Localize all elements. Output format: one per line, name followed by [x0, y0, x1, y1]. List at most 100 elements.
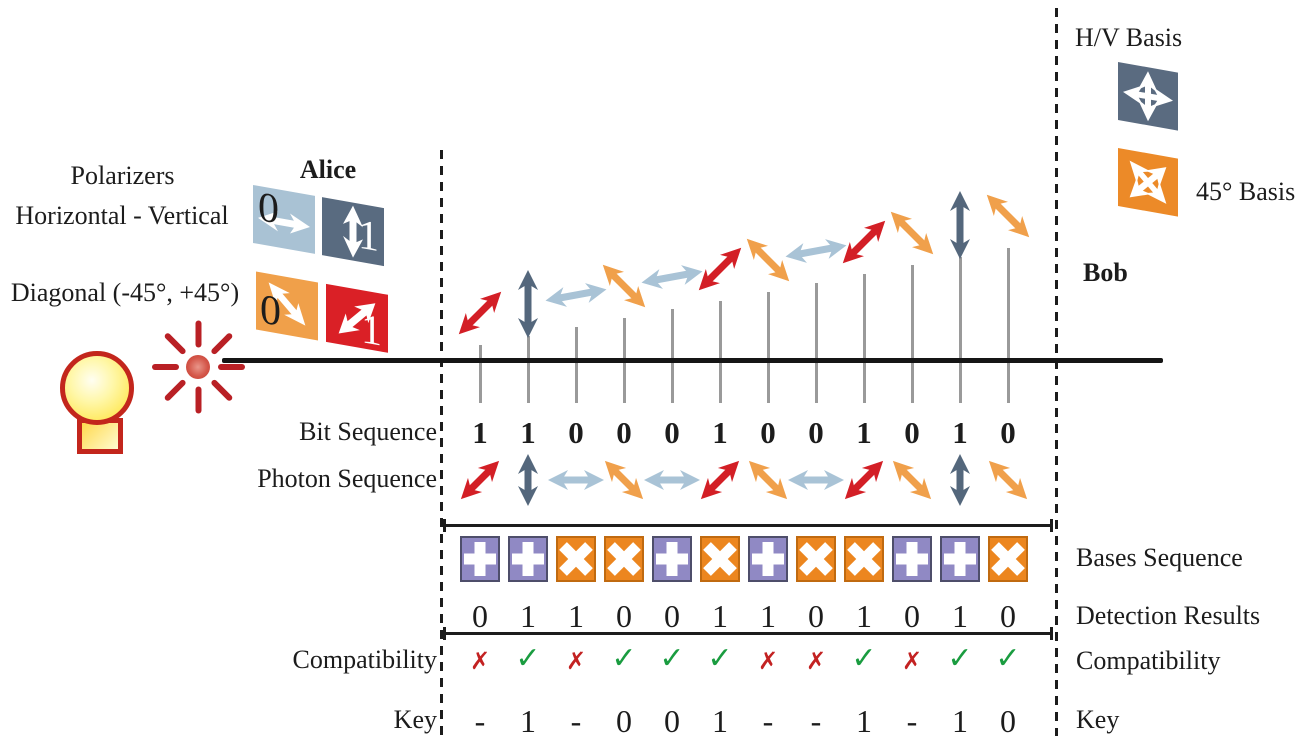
photon-drop-line — [527, 335, 530, 403]
alice-polarizer-horizontal-0: 0 — [253, 184, 315, 254]
key-value: - — [810, 703, 822, 736]
polarizer-bit-label: 1 — [361, 306, 382, 356]
compatible-check-icon: ✓ — [611, 641, 637, 676]
diag-minus45-polarization-arrow-icon — [259, 275, 314, 333]
key-value: 0 — [1000, 703, 1016, 736]
alice-polarizer-diag-minus45-0: 0 — [256, 271, 318, 341]
compatible-check-icon: ✓ — [659, 641, 685, 676]
diag-basis-cell — [844, 536, 884, 582]
diag-basis-label: 45° Basis — [1196, 177, 1296, 206]
diag-basis-cell — [796, 536, 836, 582]
diag-basis-cell — [988, 536, 1028, 582]
bit-value: 1 — [712, 415, 728, 450]
photon-orange-diag-down-icon — [740, 452, 797, 509]
beam-photon-red-diag-up-icon — [834, 212, 895, 273]
key-label-right: Key — [1076, 705, 1120, 734]
burst-ray — [163, 378, 187, 403]
detection-value: 1 — [520, 598, 536, 634]
polarizer-bit-label: 1 — [358, 211, 379, 262]
photon-drop-line — [863, 274, 866, 403]
hv-basis-cell — [892, 536, 932, 582]
detection-value: 0 — [1000, 598, 1016, 634]
incompatible-cross-icon: ✗ — [805, 647, 827, 675]
bob-45-basis-square — [1118, 148, 1178, 217]
photon-drop-line — [671, 309, 674, 403]
photon-orange-diag-down-icon — [596, 452, 653, 509]
detection-value: 1 — [568, 598, 584, 634]
detection-value: 1 — [952, 598, 968, 634]
quantum-channel-beam — [222, 358, 1163, 363]
photon-lightblue-horizontal-icon — [644, 467, 700, 493]
detection-value: 0 — [808, 598, 824, 634]
right-dashed-separator — [1055, 8, 1058, 736]
beam-photon-orange-diag-down-icon — [594, 256, 655, 317]
divider-tick — [443, 519, 446, 532]
incompatible-cross-icon: ✗ — [757, 647, 779, 675]
diagonal-polarizers-label: Diagonal (-45°, +45°) — [10, 278, 240, 307]
photon-drop-line — [911, 265, 914, 403]
compatible-check-icon: ✓ — [851, 641, 877, 676]
key-value: 1 — [856, 703, 872, 736]
beam-photon-orange-diag-down-icon — [978, 185, 1039, 246]
bit-sequence-label: Bit Sequence — [299, 417, 437, 446]
compatibility-label-left: Compatibility — [292, 645, 437, 674]
divider-tick — [1050, 519, 1053, 532]
burst-ray — [163, 331, 187, 356]
hv-basis-cell — [940, 536, 980, 582]
divider-line-bottom — [443, 632, 1053, 635]
diag-plus45-polarization-arrow-icon — [329, 292, 384, 344]
beam-photon-red-diag-up-icon — [690, 238, 751, 299]
burst-ray — [152, 364, 179, 370]
bob-label: Bob — [1083, 258, 1128, 287]
detection-value: 0 — [472, 598, 488, 634]
detection-value: 1 — [712, 598, 728, 634]
diag-basis-cell — [604, 536, 644, 582]
photon-drop-line — [815, 282, 818, 403]
burst-ray — [210, 331, 234, 356]
bit-value: 1 — [520, 415, 536, 450]
burst-ray — [195, 386, 202, 414]
alice-polarizer-diag-plus45-1: 1 — [326, 283, 388, 356]
hv-polarizers-label: Horizontal - Vertical — [15, 201, 229, 230]
photon-sequence-label: Photon Sequence — [257, 464, 437, 493]
bit-value: 0 — [808, 415, 824, 450]
burst-ray — [210, 378, 234, 403]
bit-value: 1 — [856, 415, 872, 450]
hv-basis-cell — [460, 536, 500, 582]
divider-tick — [1050, 627, 1053, 640]
hv-basis-label: H/V Basis — [1075, 23, 1183, 52]
alice-label: Alice — [299, 155, 357, 184]
key-value: 0 — [616, 703, 632, 736]
photon-blue-vertical-icon — [947, 454, 973, 506]
left-dashed-separator — [440, 150, 443, 736]
detection-value: 0 — [904, 598, 920, 634]
bit-value: 0 — [760, 415, 776, 450]
key-value: 0 — [664, 703, 680, 736]
diag-basis-cell — [556, 536, 596, 582]
compatible-check-icon: ✓ — [707, 641, 733, 676]
detection-value: 0 — [664, 598, 680, 634]
burst-ray — [195, 320, 202, 348]
photon-red-diag-up-icon — [452, 452, 509, 509]
divider-line-top — [443, 524, 1053, 527]
photon-drop-line — [479, 344, 482, 403]
light-burst-dot — [186, 355, 210, 379]
beam-photon-blue-vertical-icon — [515, 269, 541, 338]
hv-basis-arrows-icon — [1135, 69, 1161, 124]
diag-basis-cell — [700, 536, 740, 582]
photon-drop-line — [767, 291, 770, 403]
incompatible-cross-icon: ✗ — [469, 647, 491, 675]
bit-value: 0 — [664, 415, 680, 450]
key-value: - — [474, 703, 486, 736]
key-value: - — [570, 703, 582, 736]
alice-polarizers-group: 0 1 0 1 — [253, 184, 393, 370]
compatible-check-icon: ✓ — [947, 641, 973, 676]
photon-orange-diag-down-icon — [980, 452, 1037, 509]
key-value: 1 — [712, 703, 728, 736]
key-label-left: Key — [393, 705, 437, 734]
bob-bases-group — [1118, 62, 1178, 223]
hv-basis-cell — [508, 536, 548, 582]
incompatible-cross-icon: ✗ — [565, 647, 587, 675]
bit-value: 0 — [616, 415, 632, 450]
key-value: - — [906, 703, 918, 736]
